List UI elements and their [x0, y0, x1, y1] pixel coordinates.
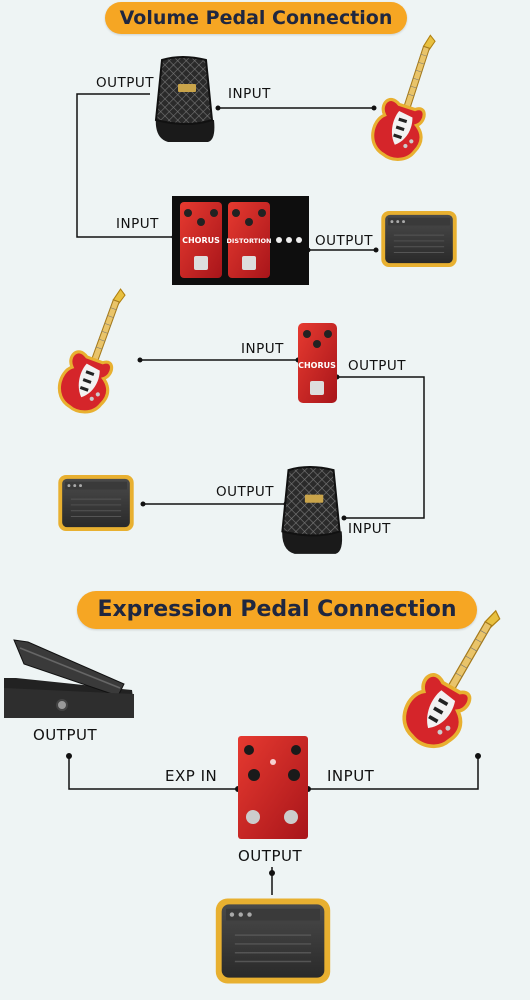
- volume-pedal-connection-title: Volume Pedal Connection: [105, 2, 407, 34]
- guitar-icon: [367, 28, 453, 166]
- volume-output-label: OUTPUT: [216, 484, 275, 500]
- effect-output-label: OUTPUT: [348, 358, 407, 374]
- effect-output-label-3: OUTPUT: [238, 847, 303, 865]
- section1-wires: [76, 93, 376, 251]
- pedalboard-icon: CHORUS DISTORTION: [172, 196, 309, 285]
- effect-pedal-label: CHORUS: [298, 361, 336, 370]
- amp-icon-2: [57, 474, 135, 532]
- distortion-pedal-label: DISTORTION: [227, 237, 272, 245]
- volume-input-label: INPUT: [348, 521, 391, 537]
- guitar-icon-3: [394, 596, 520, 756]
- guitar-icon-2: [53, 280, 143, 418]
- effect-pedal-icon: CHORUS: [298, 323, 337, 403]
- expression-pedal-icon: [4, 639, 134, 718]
- wire-volume-output-to-board: [76, 93, 174, 238]
- pedalboard-input-label: INPUT: [116, 216, 159, 232]
- volume-pedal-output-label: OUTPUT: [96, 75, 155, 91]
- amp-icon: [380, 210, 458, 268]
- section2-wires: [140, 359, 425, 519]
- exp-in-label: EXP IN: [165, 767, 218, 785]
- expression-effect-pedal-icon: [238, 736, 308, 839]
- chorus-pedal-label: CHORUS: [182, 236, 220, 245]
- wire-expression-output-to-exp-in: [68, 756, 238, 790]
- amp-icon-3: [215, 897, 331, 985]
- volume-pedal-input-label: INPUT: [228, 86, 271, 102]
- wire-effect-output-to-volume-input: [337, 376, 425, 519]
- expression-pedal-connection-title: Expression Pedal Connection: [77, 591, 477, 629]
- volume-pedal-icon: [154, 55, 216, 144]
- wire-guitar-to-input: [308, 756, 479, 790]
- volume-pedal-icon-2: [281, 466, 344, 555]
- expression-pedal-output-label: OUTPUT: [33, 726, 98, 744]
- pedalboard-output-label: OUTPUT: [315, 233, 374, 249]
- effect-input-label: INPUT: [241, 341, 284, 357]
- input-label: INPUT: [327, 767, 375, 785]
